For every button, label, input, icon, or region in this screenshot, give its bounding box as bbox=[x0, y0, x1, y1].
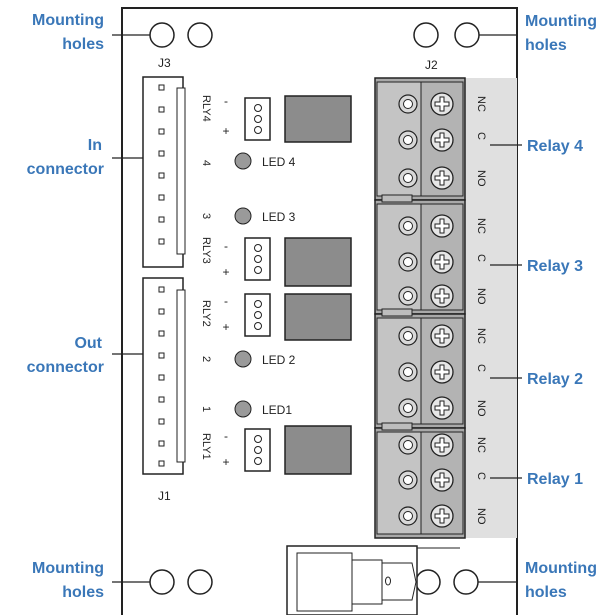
led-4 bbox=[234, 152, 252, 170]
terminal-label-nc: NC bbox=[475, 437, 487, 453]
label-led-2: LED 2 bbox=[262, 353, 296, 367]
block-tab bbox=[381, 308, 413, 317]
callout-mounting-holes-top-right: holes bbox=[525, 37, 567, 54]
terminal-label-no: NO bbox=[475, 170, 487, 187]
pin-header-rly1 bbox=[244, 428, 271, 472]
in-connector-j3 bbox=[142, 76, 186, 268]
terminal-label-c: C bbox=[475, 364, 487, 372]
label-num-4: 4 bbox=[200, 160, 212, 166]
terminal-block-relay-1: NC C NO bbox=[374, 427, 487, 539]
callout-mounting-holes-bottom-right: holes bbox=[525, 584, 567, 601]
led-3 bbox=[234, 207, 252, 225]
polarity-plus: + bbox=[222, 320, 229, 334]
label-j2: J2 bbox=[425, 58, 438, 72]
terminal-blocks: NC C NO NC C NO NC C NO NC C NO bbox=[374, 77, 487, 539]
led-2 bbox=[234, 350, 252, 368]
label-num-2: 2 bbox=[200, 356, 212, 362]
callout-in-connector: In bbox=[88, 137, 102, 154]
terminal-label-nc: NC bbox=[475, 96, 487, 112]
label-num-3: 3 bbox=[200, 213, 212, 219]
mounting-hole bbox=[149, 569, 175, 595]
pin-header-rly3 bbox=[244, 237, 271, 281]
label-led-3: LED 3 bbox=[262, 210, 296, 224]
mounting-hole bbox=[413, 22, 439, 48]
callout-mounting-holes-top-left: Mounting bbox=[32, 12, 104, 29]
bottom-switch bbox=[286, 545, 460, 615]
callout-mounting-holes-bottom-left: holes bbox=[62, 584, 104, 601]
led-1 bbox=[234, 400, 252, 418]
terminal-label-no: NO bbox=[475, 288, 487, 305]
mounting-hole bbox=[454, 22, 480, 48]
label-num-1: 1 bbox=[200, 406, 212, 412]
relay-1 bbox=[284, 425, 352, 475]
terminal-block-relay-2: NC C NO bbox=[374, 313, 487, 429]
polarity-minus: - bbox=[224, 239, 228, 253]
terminal-block-relay-3: NC C NO bbox=[374, 199, 487, 315]
terminal-label-no: NO bbox=[475, 508, 487, 525]
polarity-minus: - bbox=[224, 94, 228, 108]
callout-mounting-holes-top-left: holes bbox=[62, 36, 104, 53]
terminal-label-nc: NC bbox=[475, 218, 487, 234]
callout-mounting-holes-top-right: Mounting bbox=[525, 13, 597, 30]
polarity-minus: - bbox=[224, 429, 228, 443]
relay-3 bbox=[284, 237, 352, 287]
mounting-hole bbox=[453, 569, 479, 595]
terminal-label-no: NO bbox=[475, 400, 487, 417]
label-j1: J1 bbox=[158, 489, 171, 503]
label-rly2: RLY2 bbox=[200, 300, 212, 327]
label-rly4: RLY4 bbox=[200, 95, 212, 122]
terminal-strip-shade bbox=[465, 78, 517, 538]
out-connector-j1 bbox=[142, 277, 186, 475]
mounting-hole bbox=[415, 569, 441, 595]
terminal-label-c: C bbox=[475, 254, 487, 262]
label-j3: J3 bbox=[158, 56, 171, 70]
terminal-label-c: C bbox=[475, 132, 487, 140]
mounting-hole bbox=[187, 569, 213, 595]
label-led-1: LED1 bbox=[262, 403, 292, 417]
terminal-label-c: C bbox=[475, 472, 487, 480]
callout-relay-3: Relay 3 bbox=[527, 258, 583, 275]
callout-out-connector: Out bbox=[74, 335, 102, 352]
terminal-label-nc: NC bbox=[475, 328, 487, 344]
leader-lines bbox=[112, 34, 522, 583]
label-rly1: RLY1 bbox=[200, 433, 212, 460]
callout-relay-1: Relay 1 bbox=[527, 471, 583, 488]
relay-4 bbox=[284, 95, 352, 143]
callout-mounting-holes-bottom-right: Mounting bbox=[525, 560, 597, 577]
relay-2 bbox=[284, 293, 352, 341]
polarity-plus: + bbox=[222, 455, 229, 469]
mounting-hole bbox=[187, 22, 213, 48]
block-tab bbox=[381, 194, 413, 203]
pin-header-rly4 bbox=[244, 97, 271, 141]
block-tab bbox=[381, 422, 413, 431]
terminal-block-relay-4: NC C NO bbox=[374, 77, 487, 201]
mounting-hole bbox=[149, 22, 175, 48]
callout-mounting-holes-bottom-left: Mounting bbox=[32, 560, 104, 577]
polarity-minus: - bbox=[224, 294, 228, 308]
label-led-4: LED 4 bbox=[262, 155, 296, 169]
callout-relay-2: Relay 2 bbox=[527, 371, 583, 388]
callout-relay-4: Relay 4 bbox=[527, 138, 583, 155]
polarity-plus: + bbox=[222, 265, 229, 279]
label-rly3: RLY3 bbox=[200, 237, 212, 264]
callout-out-connector: connector bbox=[27, 359, 104, 376]
pin-header-rly2 bbox=[244, 293, 271, 337]
polarity-plus: + bbox=[222, 124, 229, 138]
callout-in-connector: connector bbox=[27, 161, 104, 178]
